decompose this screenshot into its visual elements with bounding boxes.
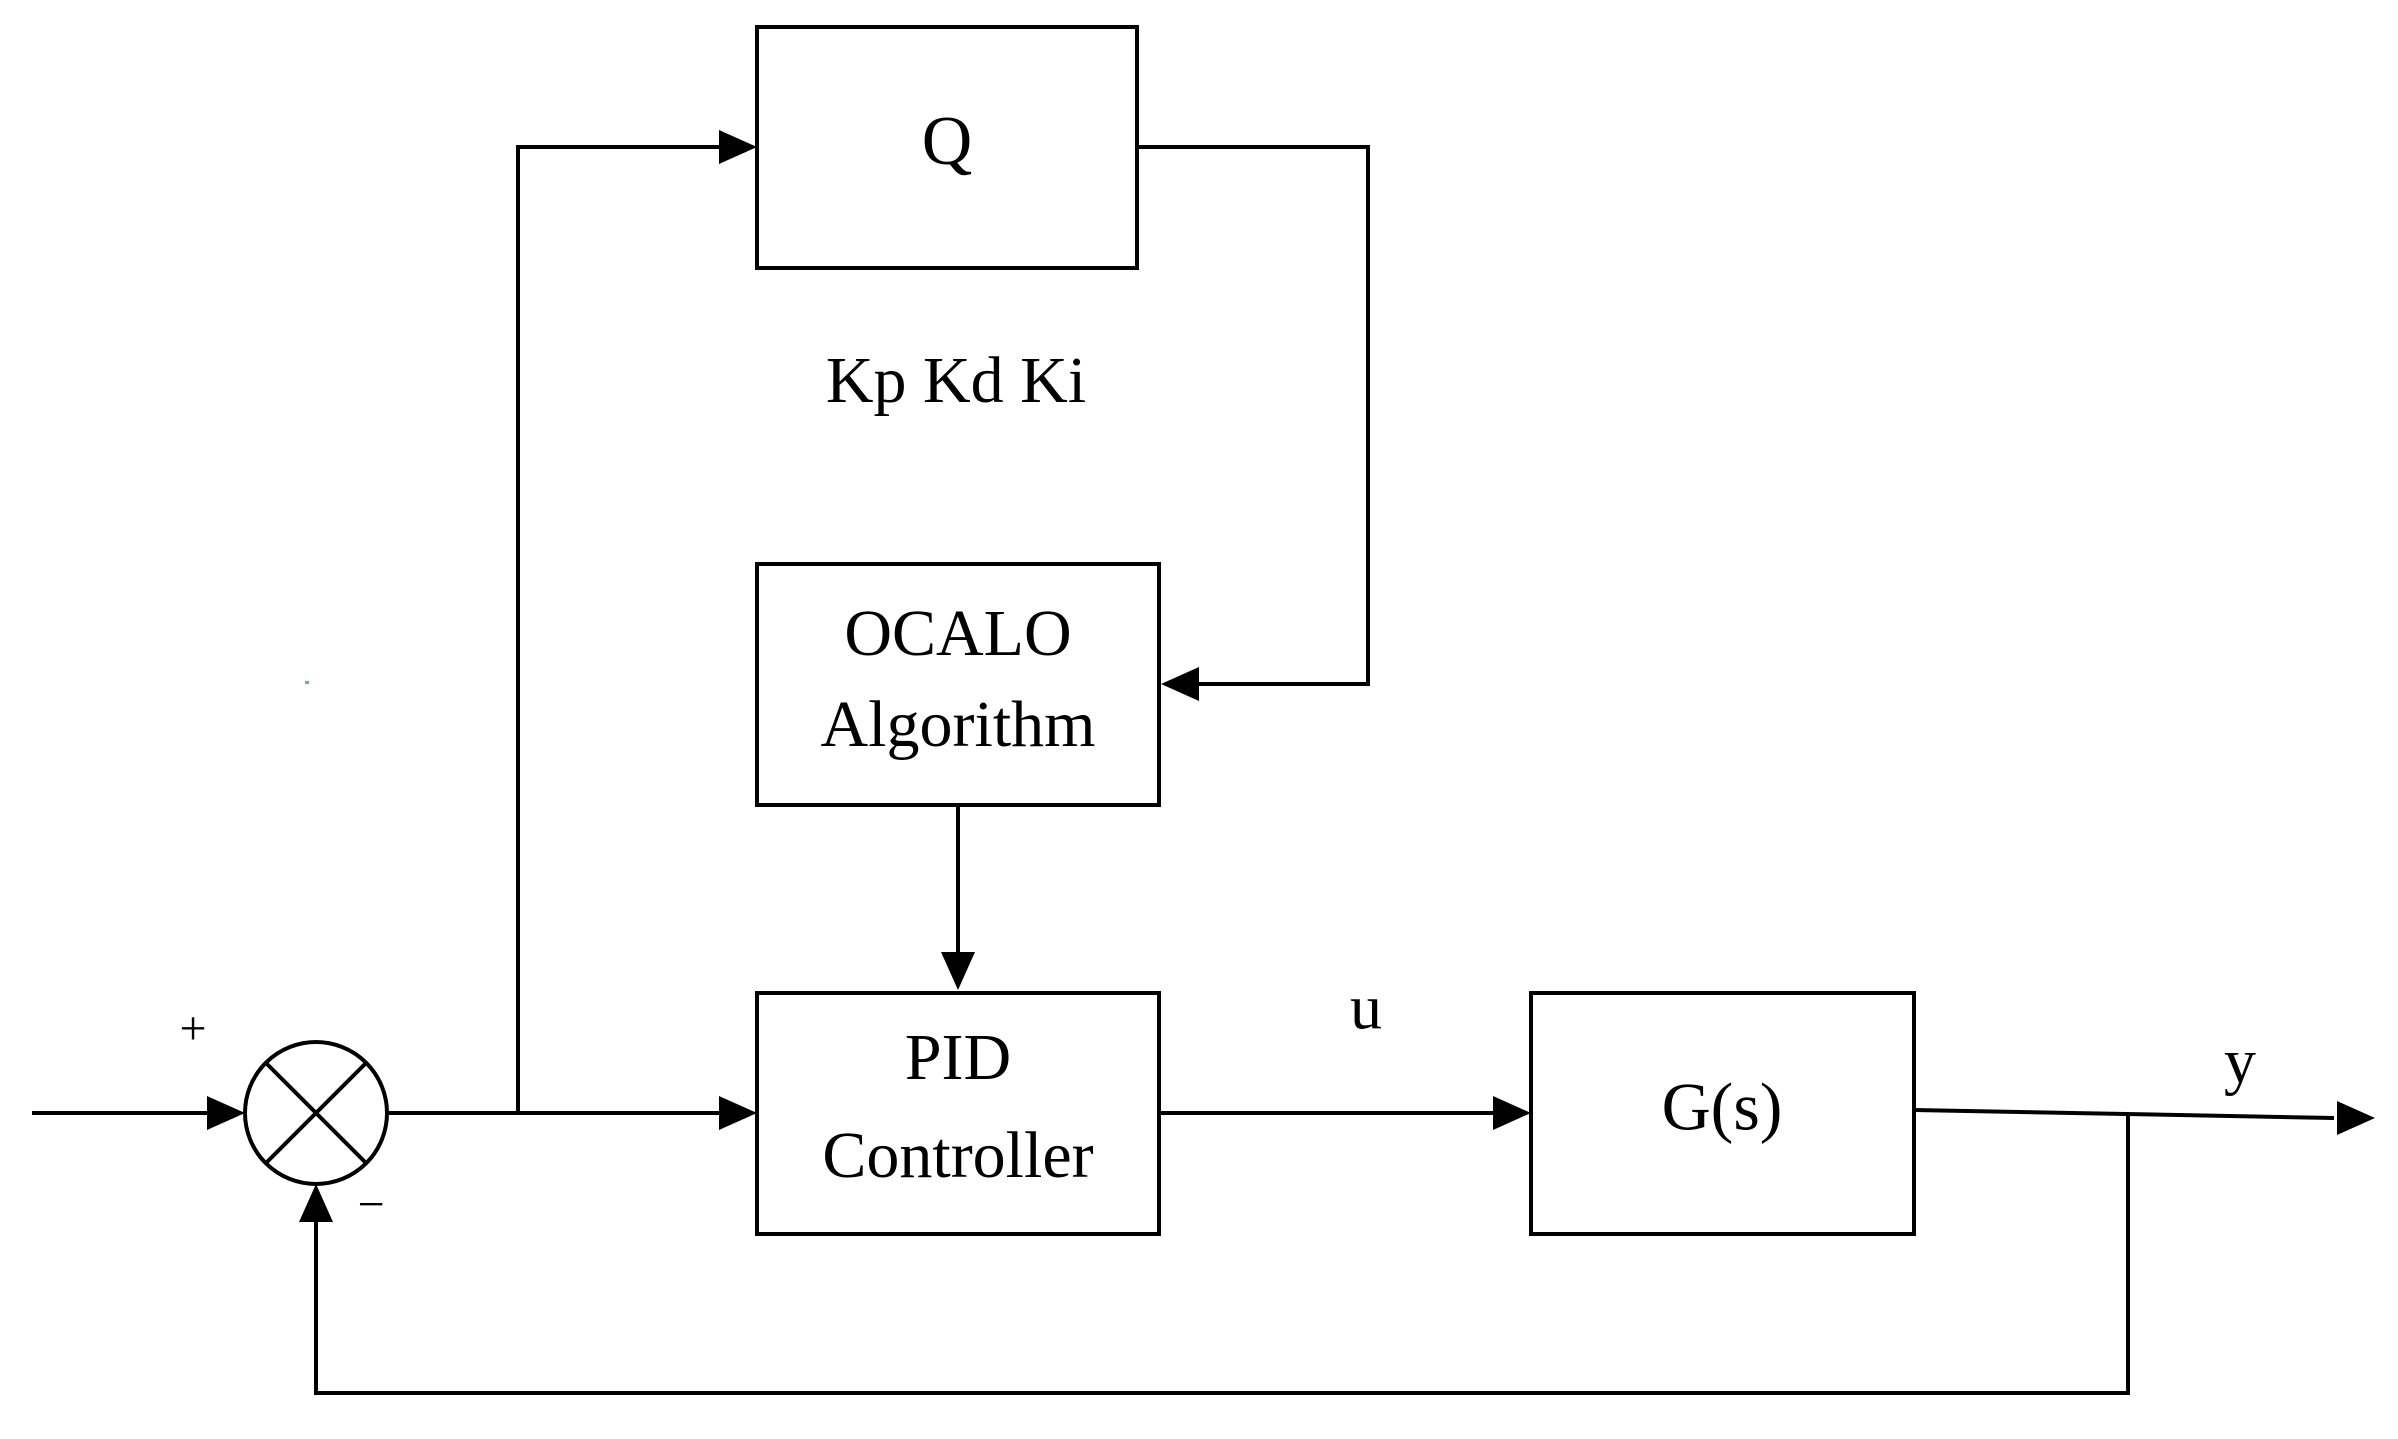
feedback-line — [314, 1116, 2130, 1395]
ocalo-block — [755, 562, 1161, 807]
pid-input-arrowhead — [719, 1096, 757, 1130]
q-output-line — [1137, 145, 1370, 686]
q-input-arrowhead — [719, 130, 757, 164]
q-block-label: Q — [922, 103, 973, 180]
summing-cross-line-b — [264, 1061, 368, 1165]
gains-label: Kp Kd Ki — [826, 344, 1086, 417]
pid-label-line1: PID — [905, 1021, 1011, 1094]
pid-label-line2: Controller — [822, 1119, 1093, 1192]
q-feed-line — [516, 145, 724, 1113]
plant-input-arrowhead — [1493, 1096, 1531, 1130]
minus-sign: − — [357, 1178, 384, 1231]
output-label: y — [2224, 1026, 2256, 1097]
pid-gain-arrowhead — [941, 952, 975, 990]
input-arrowhead — [207, 1096, 245, 1130]
plus-sign: + — [179, 1002, 206, 1055]
feedback-arrowhead — [299, 1184, 333, 1222]
stray-dot — [305, 681, 309, 684]
control-signal-label: u — [1350, 972, 1382, 1043]
pid-controller-block — [755, 991, 1161, 1236]
ocalo-input-arrowhead — [1161, 667, 1199, 701]
ocalo-label-line1: OCALO — [844, 597, 1071, 670]
plant-block — [1529, 991, 1916, 1236]
output-line — [1913, 1108, 2335, 1120]
q-block — [755, 25, 1139, 270]
output-arrowhead — [2337, 1101, 2375, 1135]
ocalo-label-line2: Algorithm — [821, 688, 1096, 761]
plant-label: G(s) — [1662, 1069, 1783, 1145]
